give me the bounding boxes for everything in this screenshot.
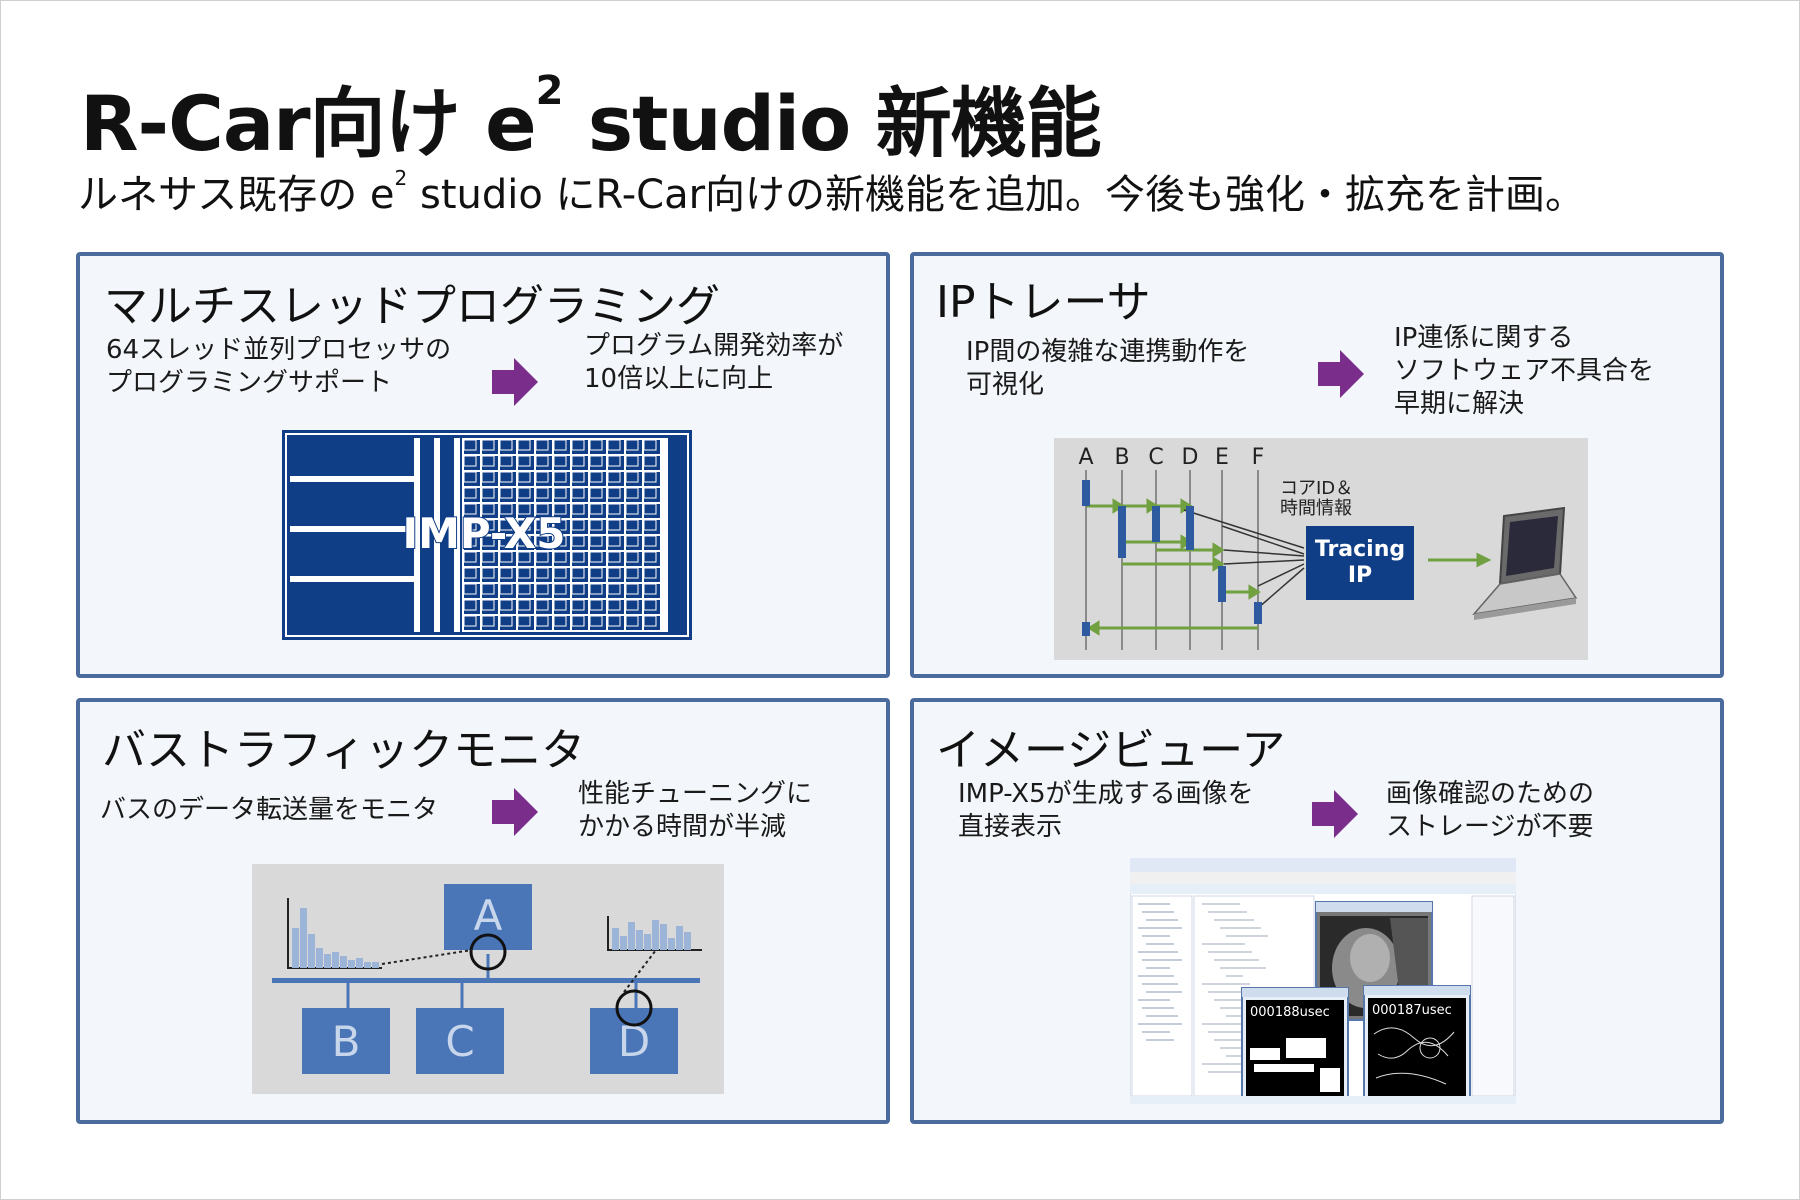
bus-block-c-label: C: [445, 1017, 474, 1066]
lane-label: D: [1182, 445, 1199, 470]
bus-diagram: A B C D: [252, 864, 724, 1094]
tracing-ip-block: [1306, 526, 1414, 600]
panel-right-text: 性能チューニングに かかる時間が半減: [578, 779, 813, 842]
bus-block-b-label: B: [332, 1017, 361, 1066]
panel-right-text: IP連係に関する ソフトウェア不具合を 早期に解決: [1394, 323, 1655, 419]
panel-image-viewer: イメージビューア IMP-X5が生成する画像を 直接表示 画像確認のための スト…: [910, 698, 1724, 1124]
histogram-right: [607, 916, 702, 951]
imp-x5-chip-diagram: IMP-X5: [282, 430, 692, 640]
panel-title: マルチスレッドプログラミング: [104, 281, 720, 332]
panel-title: IPトレーサ: [936, 277, 1151, 328]
panel-right-text: 画像確認のための ストレージが不要: [1386, 779, 1595, 842]
arrow-right-icon: [1318, 350, 1364, 398]
chip-label: IMP-X5: [402, 509, 565, 558]
panel-title: イメージビューア: [936, 725, 1286, 776]
bus-block-a: [444, 884, 532, 950]
panel-left-text: 64スレッド並列プロセッサの プログラミングサポート: [106, 335, 452, 398]
core-info-line1: コアID＆: [1280, 478, 1353, 499]
bus-block-a-label: A: [474, 891, 503, 940]
arrow-right-icon: [1312, 790, 1358, 838]
timer-label-1: 000188usec: [1250, 1005, 1330, 1020]
panel-left-text: IP間の複雑な連携動作を 可視化: [966, 337, 1250, 400]
timer-label-2: 000187usec: [1372, 1003, 1452, 1018]
ide-screenshot: 000188usec 000187usec: [1130, 858, 1516, 1104]
slide-title: R-Car向け e2 studio 新機能: [80, 68, 1102, 168]
panel-left-text: バスのデータ転送量をモニタ: [100, 795, 439, 825]
panel-title: バストラフィックモニタ: [102, 725, 586, 776]
laptop-icon: [1472, 506, 1578, 620]
probe-circle-a: [469, 933, 507, 971]
panel-right-text: プログラム開発効率が 10倍以上に向上: [584, 331, 844, 394]
bus-block-b: [302, 1008, 390, 1074]
panel-multithread: マルチスレッドプログラミング 64スレッド並列プロセッサの プログラミングサポー…: [76, 252, 890, 678]
probe-circle-d: [615, 989, 653, 1027]
lane-label: F: [1252, 445, 1265, 470]
arrow-right-icon: [492, 358, 538, 406]
panel-ip-tracer: IPトレーサ IP間の複雑な連携動作を 可視化 IP連係に関する ソフトウェア不…: [910, 252, 1724, 678]
lane-label: C: [1148, 445, 1163, 470]
histogram-left: [287, 898, 382, 969]
tracing-ip-label2: IP: [1348, 563, 1372, 588]
core-info-line2: 時間情報: [1280, 498, 1352, 519]
arrow-right-icon: [492, 788, 538, 836]
lane-label: A: [1078, 445, 1093, 470]
lane-label: E: [1215, 445, 1229, 470]
lane-label: B: [1114, 445, 1129, 470]
tracing-ip-label1: Tracing: [1315, 537, 1405, 562]
panel-bus-monitor: バストラフィックモニタ バスのデータ転送量をモニタ 性能チューニングに かかる時…: [76, 698, 890, 1124]
bus-block-c: [416, 1008, 504, 1074]
bus-block-d: [590, 1008, 678, 1074]
panel-left-text: IMP-X5が生成する画像を 直接表示: [958, 779, 1254, 842]
slide-subtitle: ルネサス既存の e2 studio にR-Car向けの新機能を追加。今後も強化・…: [78, 166, 1586, 218]
